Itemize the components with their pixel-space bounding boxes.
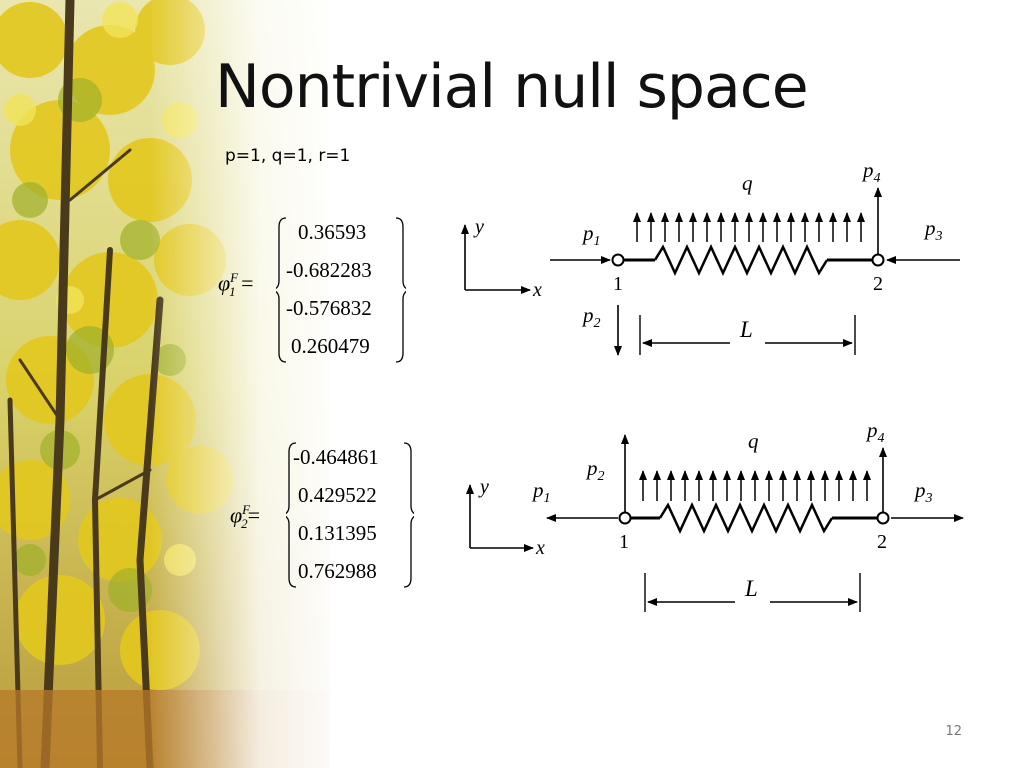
y-axis-label: y: [473, 216, 484, 238]
force-p2-label: p2: [581, 303, 601, 331]
equation-phi-2: φF2= -0.464861 0.429522 0.131395 0.76298…: [230, 440, 420, 590]
length-dimension: [644, 573, 861, 612]
vector-value: -0.464861: [293, 445, 379, 469]
force-p1-label: p1: [581, 221, 601, 249]
coordinate-axes-icon: y x: [461, 216, 542, 301]
vector-value: 0.131395: [298, 521, 377, 545]
load-q-label: q: [748, 429, 759, 453]
x-axis-label: x: [532, 279, 542, 301]
equation-lhs: φF1 =: [218, 270, 254, 299]
vector-value: 0.429522: [298, 483, 377, 507]
distributed-load-arrows: [639, 470, 871, 501]
load-q-label: q: [742, 171, 753, 195]
spring-bar-diagram-1: y x q p1 p2 p3 p4 1 2: [461, 158, 960, 356]
distributed-load-arrows: [633, 212, 865, 242]
force-p4-label: p4: [861, 158, 881, 186]
vector-value: 0.260479: [291, 334, 370, 358]
x-axis-label: x: [535, 537, 545, 559]
slide-number: 12: [945, 724, 962, 739]
equation-lhs: φF2=: [230, 502, 261, 531]
slide-title: Nontrivial null space: [215, 52, 809, 122]
node-1-label: 1: [613, 273, 623, 295]
node-2-label: 2: [873, 273, 883, 295]
force-p1-label: p1: [531, 478, 551, 506]
node-2-label: 2: [877, 531, 887, 553]
length-label: L: [744, 576, 758, 601]
force-p3-label: p3: [923, 216, 943, 244]
vector-brace: [286, 442, 414, 588]
vector-value: 0.762988: [298, 559, 377, 583]
vector-brace: [276, 217, 406, 363]
force-p3-label: p3: [913, 478, 933, 506]
vector-value: 0.36593: [298, 220, 367, 244]
spring-element: [611, 244, 885, 276]
y-axis-label: y: [478, 476, 489, 498]
force-p4-label: p4: [865, 418, 885, 446]
photo-fade-overlay: [150, 0, 350, 768]
equation-phi-1: φF1 = 0.36593 -0.682283 -0.576832 0.2604…: [218, 215, 408, 365]
vector-value: -0.576832: [286, 296, 372, 320]
coordinate-axes-icon: y x: [466, 476, 545, 559]
length-label: L: [739, 317, 753, 342]
spring-element: [618, 502, 890, 534]
length-dimension: [639, 315, 856, 355]
parameter-text: p=1, q=1, r=1: [225, 146, 351, 166]
force-p2-label: p2: [585, 456, 605, 484]
vector-value: -0.682283: [286, 258, 372, 282]
spring-bar-diagram-2: y x q p1 p2 p3 p4 1 2: [466, 418, 964, 612]
node-1-label: 1: [619, 531, 629, 553]
